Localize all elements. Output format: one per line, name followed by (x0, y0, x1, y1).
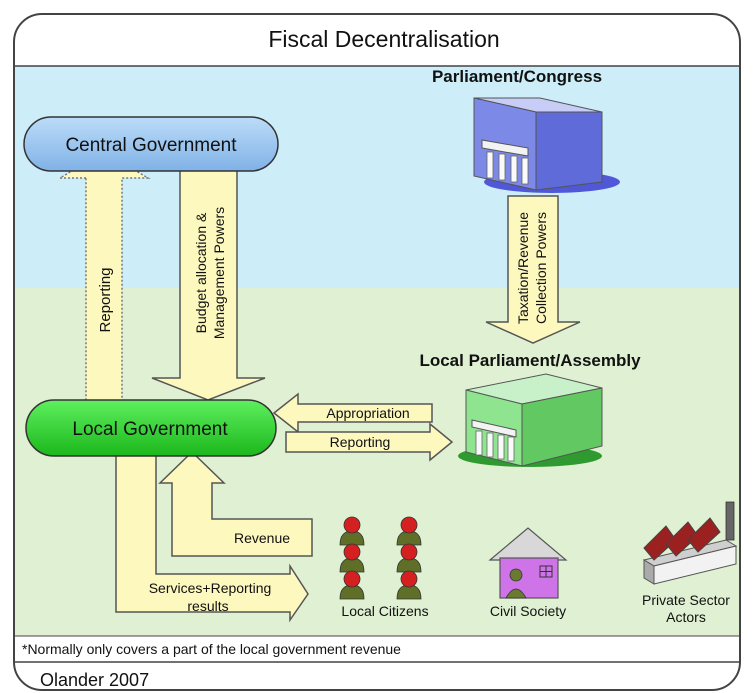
budget-label-line2: Management Powers (211, 207, 227, 339)
central-government-node[interactable]: Central Government (23, 116, 279, 172)
services-reporting-arrow: Services+Reporting results (115, 443, 309, 623)
local-citizens-icon (339, 516, 422, 600)
citizen-figure (339, 516, 365, 546)
parliament-label: Parliament/Congress (432, 67, 602, 86)
revenue-arrow: Revenue (158, 450, 313, 557)
local-parliament-building-icon (458, 373, 603, 467)
taxation-arrow: Taxation/Revenue Collection Powers (485, 195, 581, 344)
appropriation-arrow: Appropriation (272, 392, 433, 434)
private-sector-label-line2: Actors (666, 609, 706, 625)
footnote: *Normally only covers a part of the loca… (22, 641, 401, 657)
credit: Olander 2007 (40, 670, 149, 690)
parliament-building-icon (473, 97, 620, 193)
reporting-right-arrow: Reporting (285, 422, 454, 462)
appropriation-label: Appropriation (326, 405, 409, 421)
reporting-right-label: Reporting (330, 434, 391, 450)
services-label-line2: results (187, 598, 228, 614)
citizen-figure (339, 570, 365, 600)
civil-society-icon (488, 527, 568, 599)
budget-label-line1: Budget allocation & (193, 212, 209, 333)
services-label-line1: Services+Reporting (149, 580, 272, 596)
citizen-figure (396, 570, 422, 600)
reporting-up-label: Reporting (97, 267, 114, 332)
revenue-label: Revenue (234, 530, 290, 546)
budget-allocation-arrow: Budget allocation & Management Powers (151, 161, 266, 401)
private-sector-label-line1: Private Sector (642, 592, 730, 608)
local-parliament-label: Local Parliament/Assembly (419, 351, 641, 370)
private-sector-factory-icon (642, 501, 738, 585)
local-government-label: Local Government (72, 419, 228, 440)
taxation-label-line2: Collection Powers (533, 212, 549, 324)
diagram-title: Fiscal Decentralisation (268, 26, 499, 52)
central-government-label: Central Government (65, 135, 237, 156)
taxation-label-line1: Taxation/Revenue (515, 212, 531, 324)
citizen-figure (396, 543, 422, 573)
citizen-figure (339, 543, 365, 573)
local-government-node[interactable]: Local Government (25, 399, 277, 457)
civil-society-label: Civil Society (490, 603, 566, 619)
diagram-frame (13, 13, 741, 691)
citizen-figure (396, 516, 422, 546)
local-citizens-label: Local Citizens (341, 603, 428, 619)
